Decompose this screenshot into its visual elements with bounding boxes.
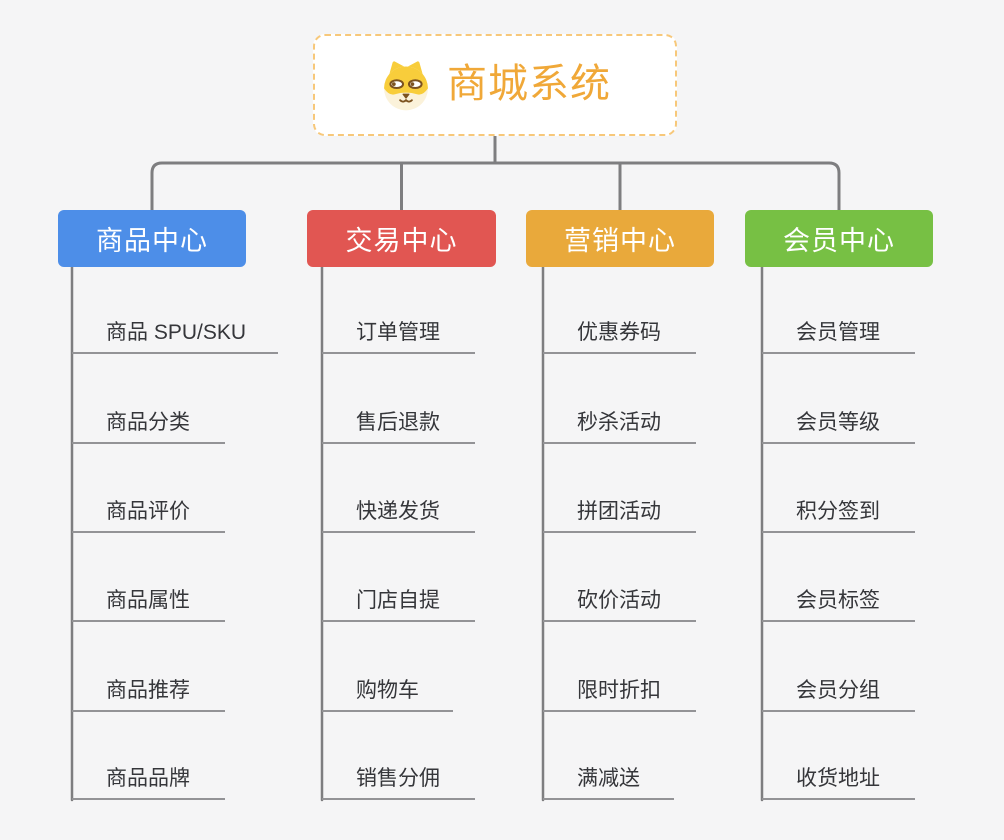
branch-label: 商品中心 [96, 226, 208, 256]
subtopic-item[interactable]: 商品分类 [72, 400, 225, 444]
subtopic-item[interactable]: 商品 SPU/SKU [72, 310, 278, 354]
root-node[interactable]: 商城系统 [313, 34, 677, 136]
subtopic-item[interactable]: 门店自提 [322, 578, 475, 622]
dog-face-icon [384, 61, 428, 111]
subtopic-item[interactable]: 会员管理 [762, 310, 915, 354]
branch-node-member-center[interactable]: 会员中心 [745, 210, 933, 267]
branch-label: 会员中心 [783, 226, 895, 256]
subtopic-item[interactable]: 积分签到 [762, 489, 915, 533]
subtopic-item[interactable]: 限时折扣 [543, 668, 696, 712]
branch-label: 交易中心 [345, 226, 458, 256]
subtopic-item[interactable]: 收货地址 [762, 756, 915, 800]
subtopic-item[interactable]: 满减送 [543, 756, 674, 800]
subtopic-item[interactable]: 砍价活动 [543, 578, 696, 622]
branch-node-marketing-center[interactable]: 营销中心 [526, 210, 714, 267]
subtopic-item[interactable]: 商品品牌 [72, 756, 225, 800]
branch-label: 营销中心 [564, 226, 676, 256]
branch-node-product-center[interactable]: 商品中心 [58, 210, 246, 267]
subtopic-item[interactable]: 拼团活动 [543, 489, 696, 533]
root-branch-connectors [150, 134, 841, 212]
subtopic-item[interactable]: 快递发货 [322, 489, 475, 533]
subtopic-item[interactable]: 订单管理 [322, 310, 475, 354]
subtopic-item[interactable]: 会员标签 [762, 578, 915, 622]
subtopic-item[interactable]: 优惠券码 [543, 310, 696, 354]
subtopic-item[interactable]: 商品评价 [72, 489, 225, 533]
subtopic-item[interactable]: 商品属性 [72, 578, 225, 622]
subtopic-item[interactable]: 销售分佣 [322, 756, 475, 800]
root-title: 商城系统 [447, 62, 611, 106]
subtopic-item[interactable]: 购物车 [322, 668, 453, 712]
branch-node-trade-center[interactable]: 交易中心 [307, 210, 496, 267]
subtopic-item[interactable]: 秒杀活动 [543, 400, 696, 444]
subtopic-item[interactable]: 会员分组 [762, 668, 915, 712]
subtopic-item[interactable]: 会员等级 [762, 400, 915, 444]
subtopic-item[interactable]: 售后退款 [322, 400, 475, 444]
subtopic-item[interactable]: 商品推荐 [72, 668, 225, 712]
